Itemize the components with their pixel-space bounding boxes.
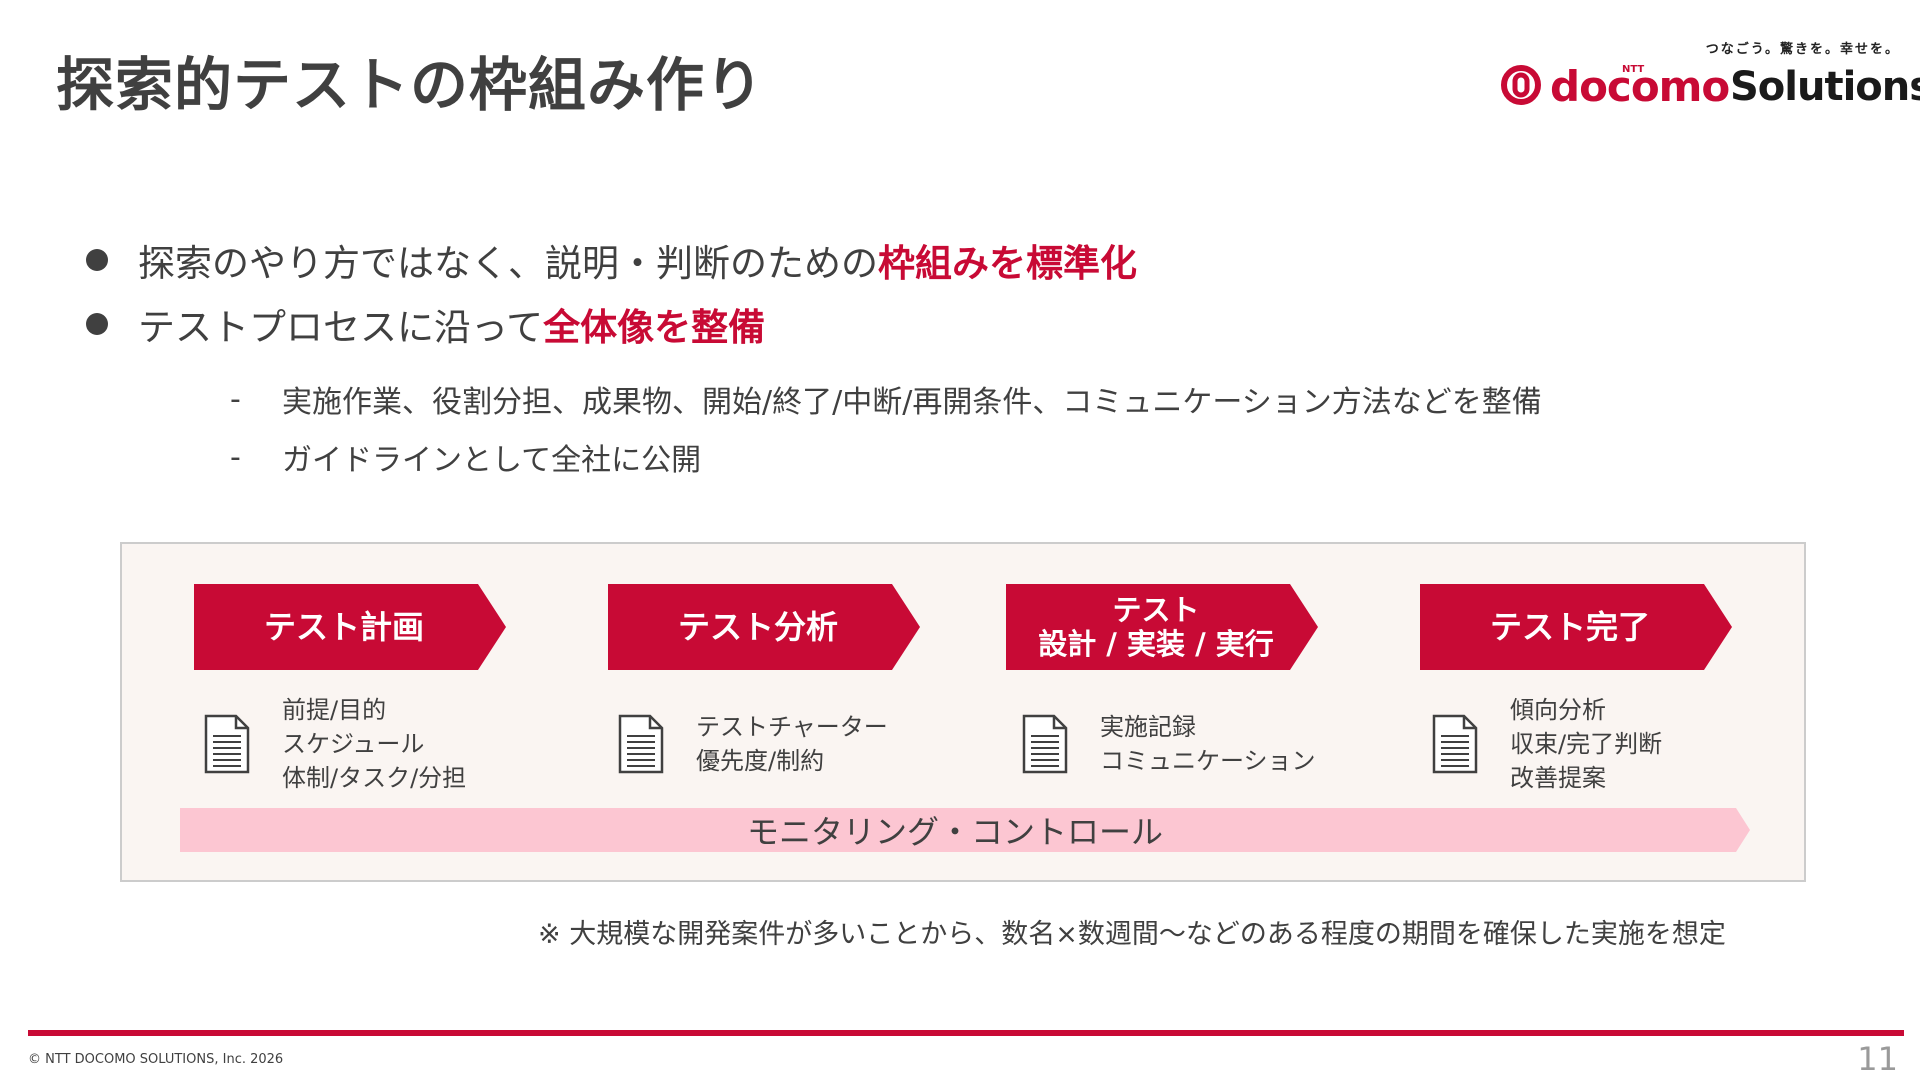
copyright: © NTT DOCOMO SOLUTIONS, Inc. 2026	[28, 1052, 284, 1067]
slide-title: 探索的テストの枠組み作り	[56, 51, 765, 119]
logo-ntt: NTT	[1622, 64, 1645, 75]
bullet-item: テストプロセスに沿って全体像を整備	[86, 292, 1137, 356]
sub-bullet-item: - 実施作業、役割分担、成果物、開始/終了/中断/再開条件、コミュニケーション方…	[230, 370, 1542, 428]
logo-tagline: つなごう。驚きを。幸せを。	[1705, 42, 1900, 57]
document-icon	[1022, 714, 1068, 774]
sub-bullet-list: - 実施作業、役割分担、成果物、開始/終了/中断/再開条件、コミュニケーション方…	[230, 370, 1542, 486]
deliverable-list: 前提/目的 スケジュール 体制/タスク/分担	[282, 693, 466, 795]
document-icon	[1432, 714, 1478, 774]
deliverable-item: 優先度/制約	[696, 747, 825, 775]
bullet-text: テストプロセスに沿って	[138, 306, 544, 349]
phase-label: テスト 設計 / 実装 / 実行	[1006, 584, 1306, 670]
document-icon	[618, 714, 664, 774]
bullet-text: 探索のやり方ではなく、説明・判断のための	[138, 242, 878, 285]
bullet-list: 探索のやり方ではなく、説明・判断のための枠組みを標準化 テストプロセスに沿って全…	[86, 228, 1137, 356]
phase-arrow-shape	[1420, 584, 1732, 670]
bullet-item: 探索のやり方ではなく、説明・判断のための枠組みを標準化	[86, 228, 1137, 292]
footnote: ※ 大規模な開発案件が多いことから、数名×数週間～などのある程度の期間を確保した…	[538, 919, 1726, 950]
deliverable-item: スケジュール	[282, 730, 425, 758]
phase-label: テスト分析	[608, 584, 908, 670]
phase-label: テスト計画	[194, 584, 494, 670]
bullet-highlight: 枠組みを標準化	[878, 242, 1137, 285]
monitoring-control-bar: モニタリング・コントロール	[180, 808, 1750, 852]
sub-bullet-text: 実施作業、役割分担、成果物、開始/終了/中断/再開条件、コミュニケーション方法な…	[282, 385, 1542, 420]
phase-deliverables: 前提/目的 スケジュール 体制/タスク/分担	[204, 689, 466, 799]
phase-label-line: テスト完了	[1489, 608, 1650, 646]
phase-test-completion: テスト完了	[1420, 584, 1738, 670]
bullet-dot-icon	[86, 313, 108, 335]
sub-bullet-dash: -	[230, 439, 241, 475]
phase-label-line: 設計 / 実装 / 実行	[1038, 627, 1274, 661]
deliverable-list: 傾向分析 収束/完了判断 改善提案	[1510, 693, 1662, 795]
phase-arrow-shape	[1006, 584, 1318, 670]
deliverable-item: 傾向分析	[1510, 696, 1606, 724]
test-process-panel: テスト計画 前提/目的 スケジュール 体制/タスク/分担 テスト分析	[120, 542, 1806, 882]
sub-bullet-dash: -	[230, 381, 241, 417]
phase-test-design-implementation-execution: テスト 設計 / 実装 / 実行	[1006, 584, 1324, 670]
bullet-dot-icon	[86, 249, 108, 271]
phase-arrow-shape	[608, 584, 920, 670]
deliverable-item: コミュニケーション	[1100, 747, 1316, 775]
deliverable-item: テストチャーター	[696, 713, 888, 741]
sub-bullet-text: ガイドラインとして全社に公開	[282, 443, 702, 478]
deliverable-item: 改善提案	[1510, 764, 1606, 792]
phase-deliverables: テストチャーター 優先度/制約	[618, 689, 888, 799]
docomo-solutions-logo: つなごう。驚きを。幸せを。 docomo NTT Solutions	[1490, 34, 1920, 114]
phase-test-analysis: テスト分析	[608, 584, 926, 670]
bullet-highlight: 全体像を整備	[543, 306, 766, 349]
phase-deliverables: 傾向分析 収束/完了判断 改善提案	[1432, 689, 1662, 799]
deliverable-list: テストチャーター 優先度/制約	[696, 710, 888, 778]
phase-test-planning: テスト計画	[194, 584, 512, 670]
deliverable-item: 前提/目的	[282, 696, 387, 724]
deliverable-list: 実施記録 コミュニケーション	[1100, 710, 1316, 778]
phase-deliverables: 実施記録 コミュニケーション	[1022, 689, 1316, 799]
phase-arrow-shape	[194, 584, 506, 670]
footer-divider	[28, 1030, 1904, 1036]
phase-label: テスト完了	[1420, 584, 1720, 670]
monitoring-label: モニタリング・コントロール	[746, 813, 1163, 851]
sub-bullet-item: - ガイドラインとして全社に公開	[230, 428, 1542, 486]
phase-label-line: テスト	[1112, 593, 1200, 627]
deliverable-item: 実施記録	[1100, 713, 1196, 741]
monitoring-arrow-shape	[180, 808, 1750, 852]
logo-brand: docomo	[1550, 62, 1730, 111]
deliverable-item: 体制/タスク/分担	[282, 764, 467, 792]
docomo-mark-icon	[1501, 65, 1541, 105]
page-number: 11	[1857, 1040, 1898, 1078]
document-icon	[204, 714, 250, 774]
logo-solutions: Solutions	[1730, 64, 1920, 110]
deliverable-item: 収束/完了判断	[1510, 730, 1663, 758]
phase-label-line: テスト計画	[263, 608, 424, 646]
phase-label-line: テスト分析	[677, 608, 838, 646]
